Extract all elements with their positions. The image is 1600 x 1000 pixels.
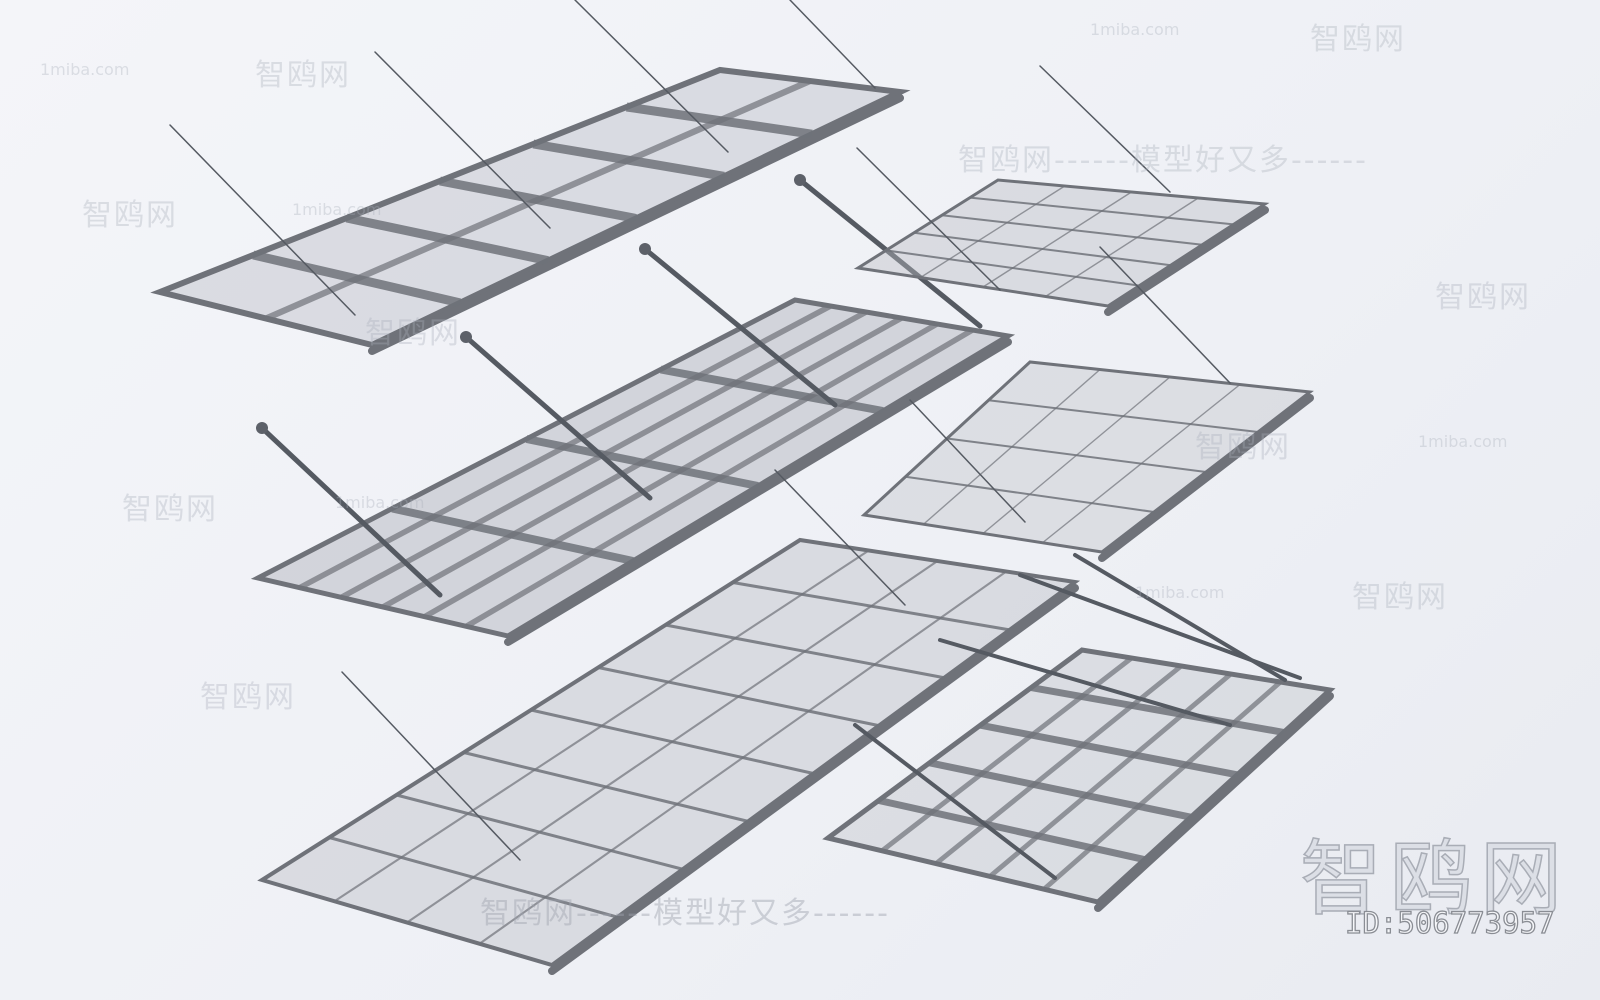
- canopy-panel: [853, 178, 1270, 308]
- canopy-rib: [1030, 684, 1285, 736]
- watermark-brand: 智鸥网: [365, 316, 461, 351]
- watermark-site: 1miba.com: [335, 493, 425, 512]
- canopy-purlin: [298, 303, 832, 591]
- tie-rod: [169, 124, 356, 316]
- watermark-brand: 智鸥网: [122, 492, 218, 527]
- watermark-site: 1miba.com: [40, 60, 130, 79]
- watermark-brand: 智鸥网: [200, 680, 296, 715]
- canopy-rib: [878, 796, 1146, 864]
- tie-rod: [341, 671, 521, 861]
- canopy-purlin: [381, 315, 903, 610]
- canopy-front-beam: [1094, 692, 1334, 912]
- watermark-site: 1miba.com: [1135, 583, 1225, 602]
- canopy-panel: [257, 537, 1081, 968]
- canopy-panel: [822, 647, 1336, 905]
- watermark-brand: 智鸥网: [1310, 22, 1406, 57]
- canopy-purlin: [880, 656, 1134, 853]
- tie-rod: [774, 469, 906, 606]
- canopy-purlin: [1042, 383, 1241, 544]
- tie-rod: [856, 147, 1001, 291]
- canopy-front-beam: [504, 338, 1012, 646]
- canopy-rib: [928, 759, 1192, 821]
- tie-rod: [463, 334, 653, 501]
- tie-rod: [797, 177, 983, 329]
- watermark-site: 1miba.com: [1090, 20, 1180, 39]
- tie-rod: [909, 399, 1026, 523]
- watermark-brand-line: 智鸥网------模型好又多------: [480, 896, 890, 931]
- canopy-purlin: [923, 368, 1101, 525]
- canopy-purlin: [982, 191, 1132, 288]
- canopy-purlin: [988, 672, 1233, 879]
- watermark-site: 1miba.com: [1418, 432, 1508, 451]
- tie-rod: [789, 0, 876, 89]
- watermark-brand: 智鸥网: [1352, 580, 1448, 615]
- canopy-rib: [979, 721, 1238, 779]
- canopy-front-beam: [548, 584, 1079, 975]
- watermark-brand: 智鸥网: [255, 58, 351, 93]
- canopy-purlin: [333, 549, 870, 903]
- canopy-front-beam: [1104, 206, 1269, 316]
- canopy-front-beam: [368, 94, 904, 355]
- rod-anchor: [256, 422, 268, 434]
- tie-rod: [1039, 65, 1171, 193]
- canopy-purlin: [264, 78, 812, 322]
- watermark-brand: 智鸥网: [1435, 280, 1531, 315]
- canopy-purlin: [920, 185, 1066, 279]
- watermark-brand-line: 智鸥网------模型好又多------: [958, 143, 1368, 178]
- tie-rod: [374, 51, 551, 229]
- tie-rod: [1099, 246, 1231, 384]
- canopy-purlin: [406, 560, 939, 924]
- canopy-purlin: [982, 376, 1171, 535]
- canopy-purlin: [1042, 680, 1283, 892]
- tie-rod: [938, 638, 1232, 727]
- brand-logo: 智鸥网: [1299, 831, 1571, 928]
- tie-rod: [1073, 553, 1287, 682]
- canopy-purlin: [423, 321, 939, 620]
- canopy-front-beam: [1098, 394, 1314, 562]
- watermark-brand: 智鸥网: [1195, 430, 1291, 465]
- canopy-purlin: [478, 570, 1007, 945]
- rod-anchor: [639, 243, 651, 255]
- tie-rod: [642, 246, 838, 408]
- model-id: ID:506773957: [1344, 905, 1555, 940]
- canopy-purlin: [464, 327, 974, 629]
- watermark-brand: 智鸥网: [82, 198, 178, 233]
- rod-anchor: [794, 174, 806, 186]
- tie-rod: [259, 425, 443, 598]
- rod-anchor: [460, 331, 472, 343]
- tie-rod: [853, 723, 1057, 880]
- watermark-site: 1miba.com: [292, 200, 382, 219]
- tie-rod: [574, 0, 729, 153]
- canopy-purlin: [1045, 197, 1199, 298]
